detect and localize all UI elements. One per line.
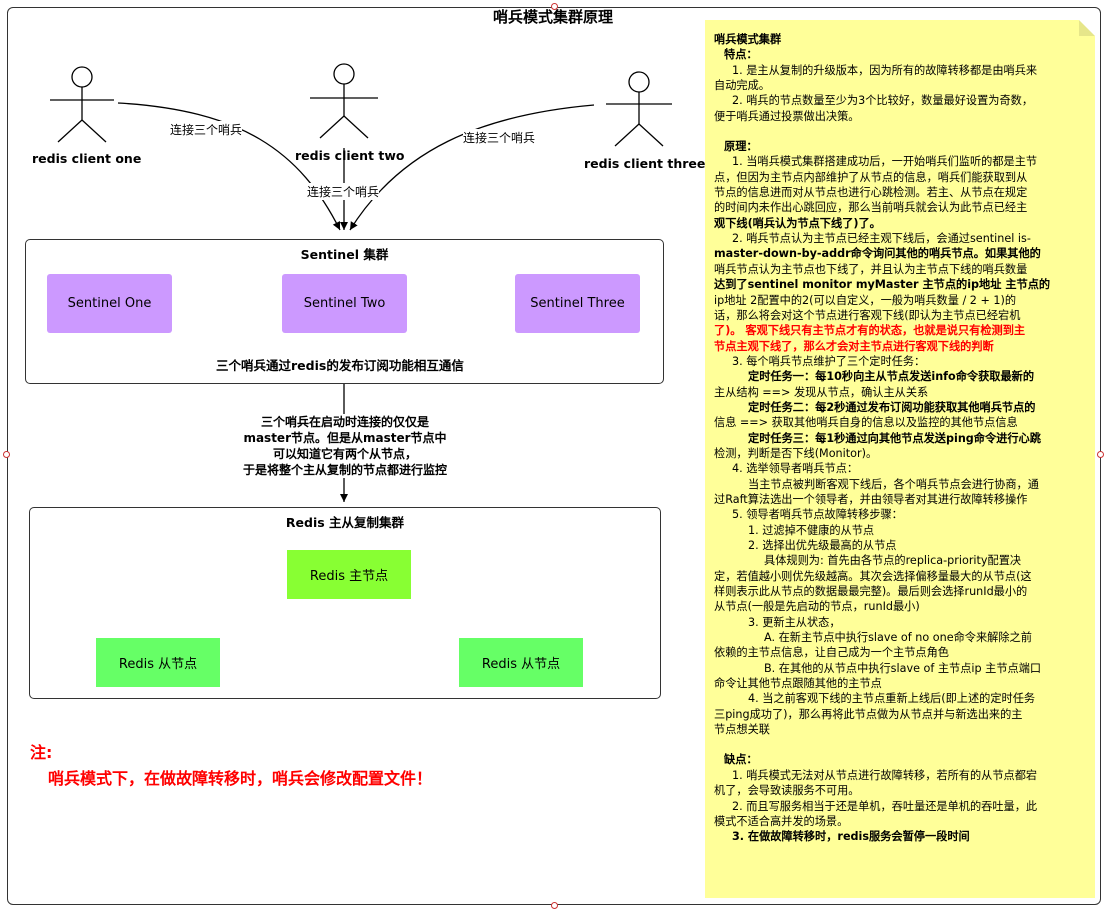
client-two-label: redis client two — [295, 148, 405, 163]
client-three-actor-icon — [606, 71, 672, 147]
sticky-note-fold — [1079, 20, 1095, 36]
client-three-label: redis client three — [584, 156, 706, 171]
connect-arrow-left — [117, 102, 341, 231]
client-two-actor-icon — [310, 63, 378, 139]
warning-note-label: 注: — [30, 743, 53, 762]
resize-handle-top[interactable] — [551, 3, 558, 10]
sentinel-node-one[interactable]: Sentinel One — [47, 274, 172, 333]
resize-handle-right[interactable] — [1097, 451, 1104, 458]
diagram-title: 哨兵模式集群原理 — [492, 8, 613, 26]
sticky-note-text: 哨兵模式集群 特点： 1. 是主从复制的升级版本，因为所有的故障转移都是由哨兵来… — [714, 33, 1051, 844]
connect-arrow-right — [349, 104, 595, 231]
redis-master-node[interactable]: Redis 主节点 — [287, 550, 411, 599]
monitor-description: 三个哨兵在启动时连接的仅仅是 master节点。但是从master节点中 可以知… — [220, 414, 470, 478]
sentinel-node-two[interactable]: Sentinel Two — [282, 274, 407, 333]
connect-label-right: 连接三个哨兵 — [463, 129, 536, 146]
sentinel-node-three[interactable]: Sentinel Three — [515, 274, 640, 333]
pubsub-label: 三个哨兵通过redis的发布订阅功能相互通信 — [216, 355, 464, 374]
resize-handle-bottom[interactable] — [551, 902, 558, 909]
warning-note: 注: 哨兵模式下，在做故障转移时，哨兵会修改配置文件！ — [30, 740, 432, 792]
redis-slave-node-left[interactable]: Redis 从节点 — [96, 638, 220, 687]
client-one-actor-icon — [50, 66, 114, 143]
sticky-note[interactable]: 哨兵模式集群 特点： 1. 是主从复制的升级版本，因为所有的故障转移都是由哨兵来… — [705, 20, 1095, 898]
connect-label-middle: 连接三个哨兵 — [307, 183, 380, 200]
warning-note-text: 哨兵模式下，在做故障转移时，哨兵会修改配置文件！ — [48, 769, 433, 788]
connect-label-left: 连接三个哨兵 — [170, 121, 243, 138]
sentinel-cluster-title: Sentinel 集群 — [300, 247, 389, 262]
redis-slave-node-right[interactable]: Redis 从节点 — [459, 638, 583, 687]
resize-handle-left[interactable] — [3, 451, 10, 458]
client-one-label: redis client one — [32, 151, 142, 166]
redis-cluster-title: Redis 主从复制集群 — [285, 515, 405, 530]
